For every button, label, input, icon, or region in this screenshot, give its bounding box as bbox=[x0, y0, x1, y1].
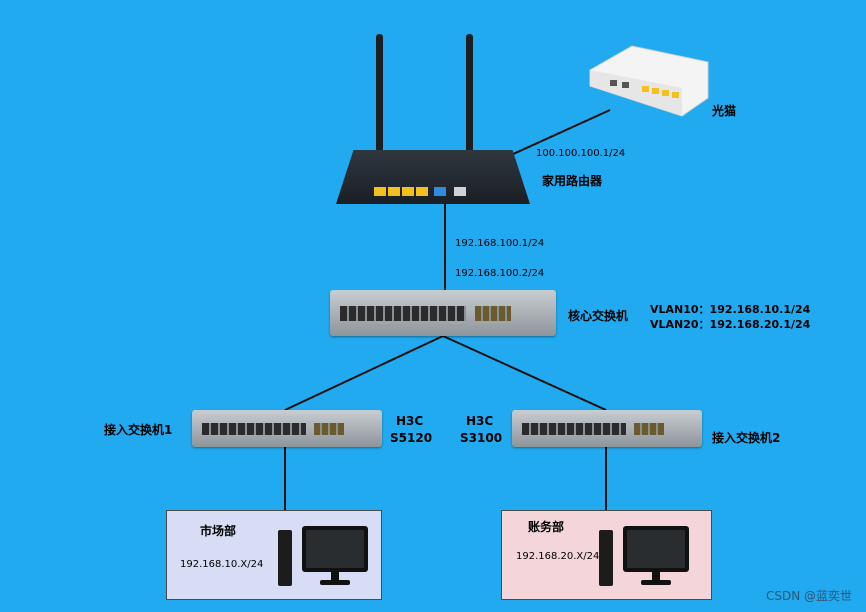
router-wan-ip: 100.100.100.1/24 bbox=[536, 148, 626, 159]
router-label: 家用路由器 bbox=[542, 174, 603, 188]
marketing-pc-tower bbox=[278, 530, 292, 586]
marketing-net-ip: 192.168.10.X/24 bbox=[180, 559, 264, 570]
core-access1-link bbox=[284, 335, 444, 411]
accounting-monitor bbox=[623, 526, 689, 572]
modem-router-link bbox=[499, 109, 611, 161]
model-2-name: S3100 bbox=[460, 431, 503, 445]
access-switch-1-label: 接入交换机1 bbox=[104, 423, 173, 437]
home-router bbox=[336, 150, 530, 204]
access-switch-2-label: 接入交换机2 bbox=[712, 431, 781, 445]
model-1-brand: H3C bbox=[396, 414, 424, 428]
optical-modem bbox=[582, 40, 712, 118]
access-switch-2 bbox=[512, 410, 702, 447]
model-2-brand: H3C bbox=[466, 414, 494, 428]
core-access2-link bbox=[442, 335, 607, 411]
router-lan-ip: 192.168.100.1/24 bbox=[455, 238, 545, 249]
marketing-dept-label: 市场部 bbox=[200, 524, 237, 538]
access-switch-1 bbox=[192, 410, 382, 447]
accounting-pc-tower bbox=[599, 530, 613, 586]
vlan10-ip: VLAN10：192.168.10.1/24 bbox=[650, 303, 811, 316]
accounting-net-ip: 192.168.20.X/24 bbox=[516, 551, 600, 562]
core-switch bbox=[330, 290, 556, 336]
router-antenna-left bbox=[376, 34, 383, 152]
router-antenna-right bbox=[466, 34, 473, 152]
core-switch-label: 核心交换机 bbox=[568, 309, 629, 323]
model-1-name: S5120 bbox=[390, 431, 433, 445]
vlan20-ip: VLAN20：192.168.20.1/24 bbox=[650, 318, 811, 331]
marketing-monitor bbox=[302, 526, 368, 572]
watermark: CSDN @蓝奕世 bbox=[765, 589, 852, 603]
core-uplink-ip: 192.168.100.2/24 bbox=[455, 268, 545, 279]
modem-label: 光猫 bbox=[712, 104, 737, 118]
accounting-dept-label: 账务部 bbox=[528, 520, 565, 534]
